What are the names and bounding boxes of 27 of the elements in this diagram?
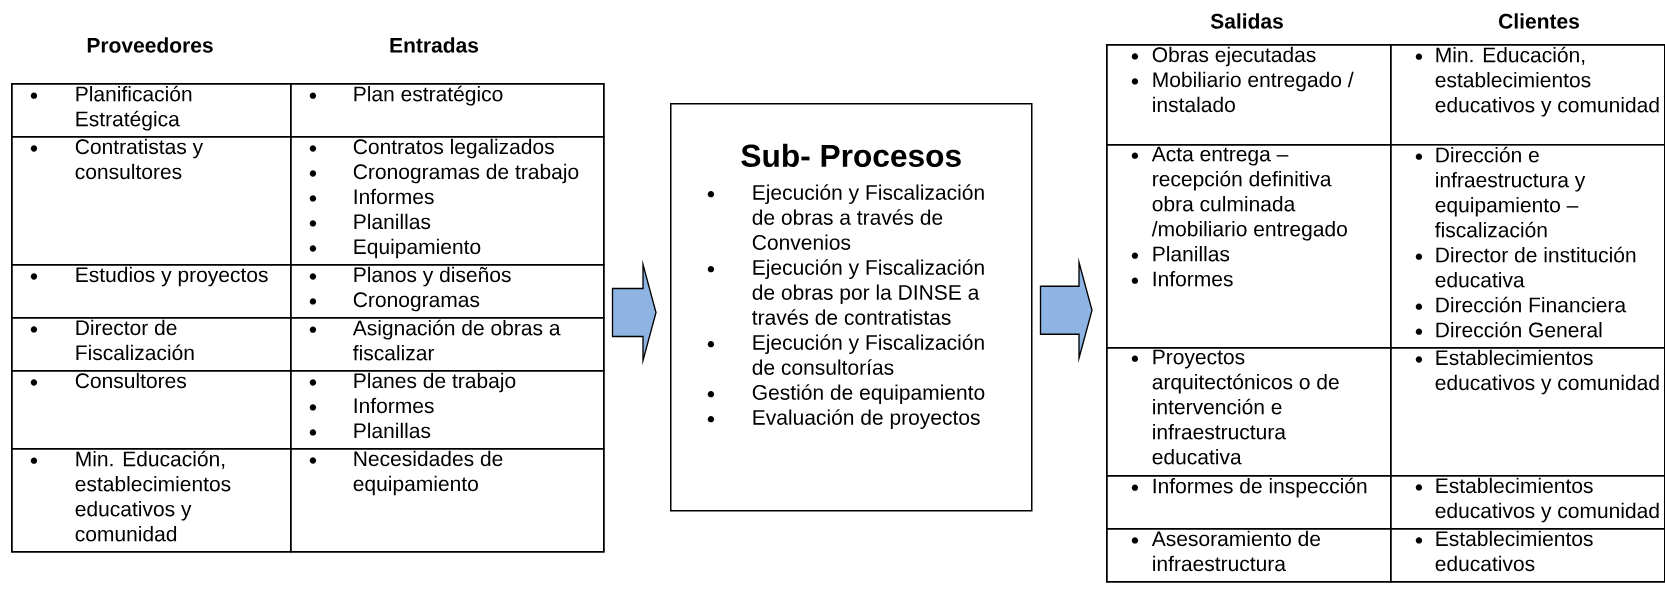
table-cell: Min. Educación, establecimientos educativos y comunidad: [1390, 44, 1665, 146]
table-cell: Establecimientos educativos: [1390, 528, 1665, 583]
table-cell: Informes de inspección: [1106, 475, 1392, 530]
table-cell: Acta entrega – recepción definitiva obra culminada /mobiliario entregado Planillas Informes: [1106, 144, 1392, 349]
block-arrow: [1039, 257, 1093, 364]
table-cell: Establecimientos educativos y comunidad: [1390, 347, 1665, 477]
table-cell: Proyectos arquitectónicos o de intervención e infraestructura educativa: [1106, 347, 1392, 477]
block-arrow: [611, 259, 657, 366]
table-cell: Contratistas y consultores: [11, 136, 292, 266]
table-cell: Dirección e infraestructura y equipamiento – fiscalización Director de institución educativa Dirección Financiera Dirección General: [1390, 144, 1665, 349]
table-cell: Plan estratégico: [290, 83, 605, 138]
process-box: Sub- Procesos Ejecución y Fiscalización de obras a través de Convenios Ejecución y Fiscalización de obras por la DINSE a través de contratistas Ejecución y Fiscalización de consultorías Gestión de equipamiento Evaluación de proyectos: [670, 103, 1033, 512]
table-cell: Planificación Estratégica: [11, 83, 292, 138]
column-heading: Entradas: [390, 37, 479, 53]
table-cell: Establecimientos educativos y comunidad: [1390, 475, 1665, 530]
table-cell: Director de Fiscalización: [11, 317, 292, 372]
table-cell: Asignación de obras a fiscalizar: [290, 317, 605, 372]
table-cell: Consultores: [11, 370, 292, 450]
column-heading: Proveedores: [87, 37, 213, 53]
table-cell: Estudios y proyectos: [11, 264, 292, 319]
table-cell: Necesidades de equipamiento: [290, 448, 605, 553]
table-cell: Contratos legalizados Cronogramas de trabajo Informes Planillas Equipamiento: [290, 136, 605, 266]
table-cell: Asesoramiento de infraestructura: [1106, 528, 1392, 583]
table-cell: Min. Educación, establecimientos educativos y comunidad: [11, 448, 292, 553]
table-cell: Planes de trabajo Informes Planillas: [290, 370, 605, 450]
table-cell: Obras ejecutadas Mobiliario entregado / instalado: [1106, 44, 1392, 146]
table-cell: Planos y diseños Cronogramas: [290, 264, 605, 319]
